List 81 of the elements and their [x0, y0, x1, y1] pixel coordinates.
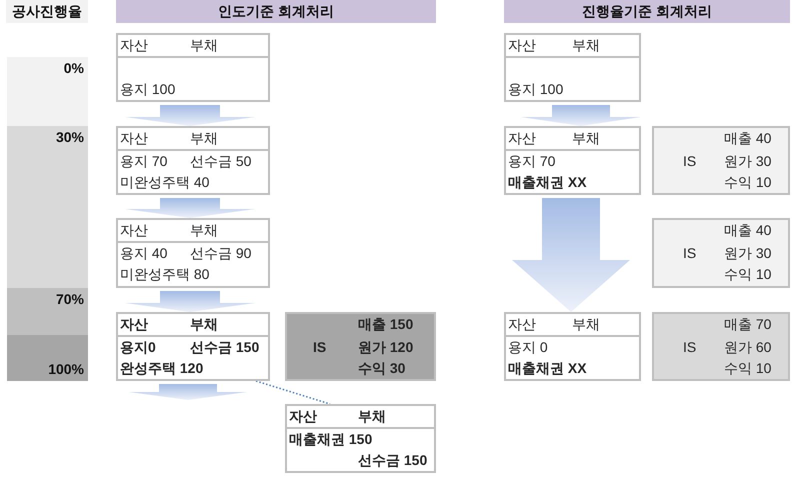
balance-sheet-panel: [504, 126, 641, 195]
dotted-connector: [256, 380, 330, 405]
income-entry: 원가 120: [358, 338, 414, 357]
account-entry: 선수금 90: [190, 244, 252, 263]
balance-sheet-panel: [116, 218, 270, 288]
income-statement-panel: [652, 218, 790, 288]
block-arrow: [521, 105, 641, 126]
account-entry: 선수금 150: [190, 338, 260, 357]
progress-band: [7, 335, 88, 381]
statement-label: IS: [683, 244, 696, 263]
progress-percent: 30%: [56, 129, 84, 145]
account-side-label: 부채: [572, 36, 600, 55]
balance-sheet-panel: [116, 33, 270, 102]
statement-label: IS: [683, 338, 696, 357]
account-entry: 용지 70: [508, 152, 556, 171]
block-arrow: [125, 198, 255, 218]
progress-band: [7, 126, 88, 288]
account-side-label: 부채: [190, 315, 218, 334]
income-entry: 수익 30: [358, 359, 406, 378]
income-entry: 매출 40: [724, 221, 772, 240]
account-entry: 용지 40: [120, 244, 168, 263]
account-side-label: 부채: [572, 315, 600, 334]
income-entry: 수익 10: [724, 173, 772, 192]
income-entry: 원가 30: [724, 152, 772, 171]
income-entry: 원가 60: [724, 338, 772, 357]
account-side-label: 부채: [190, 221, 218, 240]
account-side-label: 자산: [508, 129, 536, 148]
balance-sheet-panel: [116, 126, 270, 195]
statement-label: IS: [313, 338, 326, 357]
income-statement-panel: [652, 312, 790, 381]
header-band: [504, 0, 790, 23]
account-entry: 미완성주택 80: [120, 265, 210, 284]
account-entry: 선수금 50: [190, 152, 252, 171]
account-entry: 선수금 150: [358, 451, 428, 470]
income-statement-panel: [285, 312, 436, 381]
income-entry: 매출 70: [724, 315, 772, 334]
account-side-label: 부채: [190, 129, 218, 148]
progress-percent: 100%: [48, 361, 84, 377]
account-entry: 완성주택 120: [120, 359, 204, 378]
account-entry: 미완성주택 40: [120, 173, 210, 192]
account-entry: 용지0: [120, 338, 156, 357]
income-entry: 매출 150: [358, 315, 414, 334]
income-entry: 매출 40: [724, 129, 772, 148]
progress-percent: 0%: [64, 60, 84, 76]
account-side-label: 자산: [120, 36, 148, 55]
account-entry: 용지 0: [508, 338, 548, 357]
balance-sheet-panel: [504, 312, 641, 381]
block-arrow: [129, 384, 247, 400]
account-side-label: 부채: [190, 36, 218, 55]
header-band: [116, 0, 436, 23]
account-entry: 매출채권 XX: [508, 359, 587, 378]
income-entry: 원가 30: [724, 244, 772, 263]
income-statement-panel: [652, 126, 790, 195]
account-side-label: 자산: [120, 129, 148, 148]
account-side-label: 부채: [572, 129, 600, 148]
block-arrow: [125, 291, 255, 312]
account-side-label: 부채: [358, 407, 386, 426]
balance-sheet-panel: [116, 312, 270, 381]
section-heading: 공사진행율: [12, 2, 82, 20]
section-heading: 진행율기준 회계처리: [582, 2, 712, 20]
progress-band: [7, 288, 88, 335]
block-arrow: [512, 198, 630, 312]
account-side-label: 자산: [289, 407, 317, 426]
account-side-label: 자산: [120, 315, 148, 334]
account-entry: 용지 70: [120, 152, 168, 171]
balance-sheet-panel: [285, 404, 436, 473]
account-side-label: 자산: [508, 36, 536, 55]
section-heading: 인도기준 회계처리: [218, 2, 334, 20]
block-arrow: [125, 105, 255, 126]
account-entry: 매출채권 150: [289, 430, 372, 449]
income-entry: 수익 10: [724, 359, 772, 378]
progress-band: [7, 57, 88, 126]
account-side-label: 자산: [508, 315, 536, 334]
account-entry: 용지 100: [120, 80, 176, 99]
account-side-label: 자산: [120, 221, 148, 240]
income-entry: 수익 10: [724, 265, 772, 284]
balance-sheet-panel: [504, 33, 641, 102]
progress-percent: 70%: [56, 291, 84, 307]
statement-label: IS: [683, 152, 696, 171]
account-entry: 용지 100: [508, 80, 564, 99]
account-entry: 매출채권 XX: [508, 173, 587, 192]
